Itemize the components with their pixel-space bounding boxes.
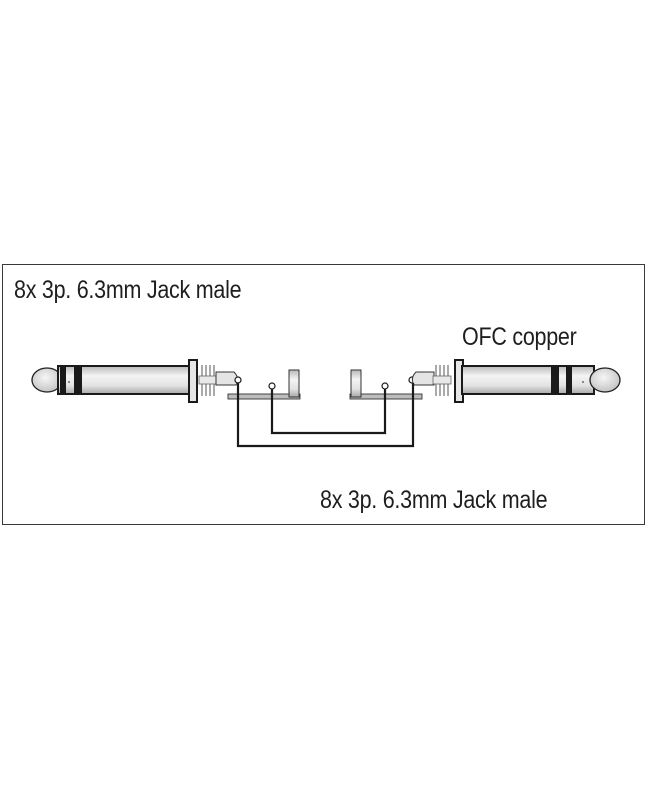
left-connector-label: 8x 3p. 6.3mm Jack male <box>14 276 242 304</box>
outer-wire <box>236 383 415 448</box>
right-jack-plug-icon <box>408 359 621 403</box>
cable-type-label: OFC copper <box>462 323 577 351</box>
wires <box>236 383 415 448</box>
inner-wire <box>270 389 387 435</box>
right-connector-label: 8x 3p. 6.3mm Jack male <box>320 486 548 514</box>
left-jack-plug-icon <box>31 359 242 403</box>
